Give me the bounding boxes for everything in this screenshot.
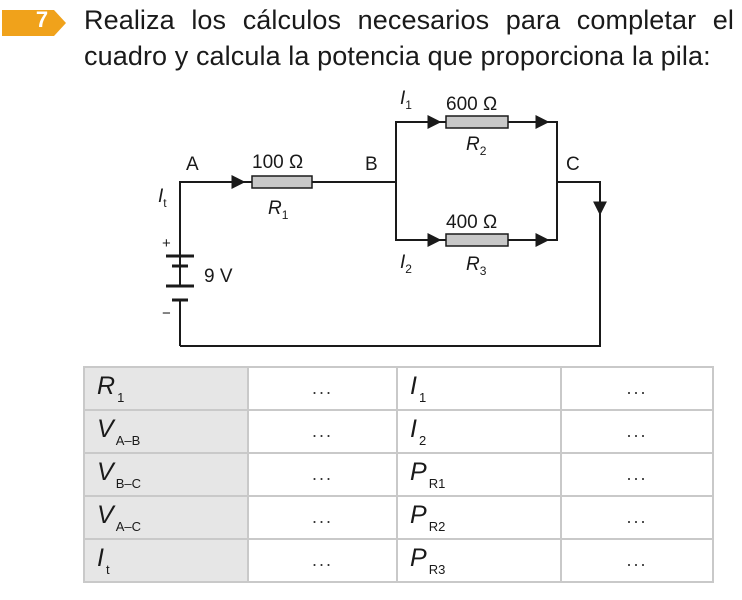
answer-cell-right[interactable]: ... xyxy=(560,409,714,454)
battery-plus: + xyxy=(162,235,171,252)
battery xyxy=(166,254,194,302)
r2-value: 600 Ω xyxy=(446,94,497,115)
answer-cell-right[interactable]: ... xyxy=(560,495,714,540)
badge-arrow-shape xyxy=(2,10,66,36)
answer-cell-left[interactable]: ... xyxy=(247,538,398,583)
i1-label: I1 xyxy=(400,88,412,112)
it-label: It xyxy=(158,186,167,210)
circuit-wires xyxy=(179,121,601,347)
battery-minus: − xyxy=(162,305,171,322)
exercise-number: 7 xyxy=(35,7,49,32)
exercise-badge xyxy=(2,10,66,36)
node-label-b: B xyxy=(365,154,378,175)
resistor-r1 xyxy=(251,175,313,189)
battery-voltage: 9 V xyxy=(204,266,233,287)
exercise-prompt: Realiza los cálculos necesarios para com… xyxy=(84,2,734,74)
answer-cell-left[interactable]: ... xyxy=(247,366,398,411)
r2-name: R2 xyxy=(466,134,487,158)
circuit-diagram: A B C 100 Ω 600 Ω 400 Ω R1 R2 R3 I1 I2 I… xyxy=(158,88,607,347)
prompt-line-1: Realiza los cálculos necesarios para com… xyxy=(84,5,734,35)
node-label-c: C xyxy=(566,154,580,175)
resistor-r2 xyxy=(445,115,509,129)
node-label-a: A xyxy=(186,154,199,175)
prompt-line-2: cuadro y calcula la potencia que proporc… xyxy=(84,41,711,71)
answer-cell-left[interactable]: ... xyxy=(247,452,398,497)
answer-cell-left[interactable]: ... xyxy=(247,409,398,454)
r1-name: R1 xyxy=(268,198,289,222)
answer-cell-right[interactable]: ... xyxy=(560,452,714,497)
r3-value: 400 Ω xyxy=(446,212,497,233)
i2-label: I2 xyxy=(400,252,412,276)
r3-name: R3 xyxy=(466,254,487,278)
r1-value: 100 Ω xyxy=(252,152,303,173)
answer-cell-left[interactable]: ... xyxy=(247,495,398,540)
answer-cell-right[interactable]: ... xyxy=(560,538,714,583)
answer-cell-right[interactable]: ... xyxy=(560,366,714,411)
resistor-r3 xyxy=(445,233,509,247)
